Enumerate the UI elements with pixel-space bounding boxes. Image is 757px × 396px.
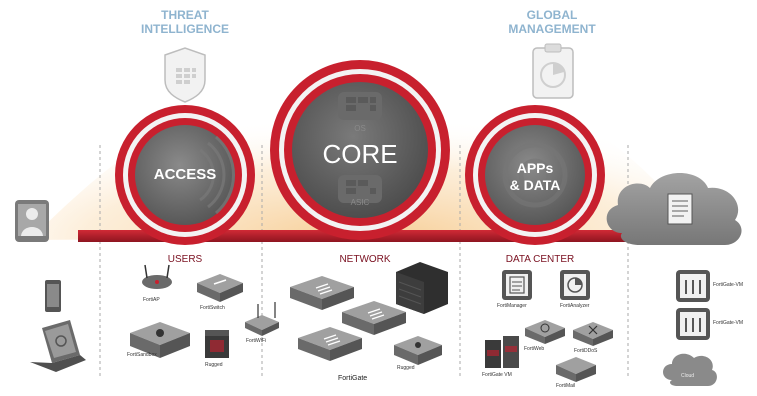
fortisandbox-device-icon	[130, 322, 190, 358]
small-cloud-label: Cloud	[681, 373, 695, 379]
fortiap-device-icon	[142, 264, 172, 289]
fortiddos-device-icon	[573, 322, 613, 346]
shield-icon	[164, 47, 206, 103]
laptop-icon	[30, 320, 86, 372]
fortiddos-label: FortiDDoS	[574, 348, 598, 354]
cloud-server-1-label: FortiGate-VM	[713, 282, 744, 288]
gear-icon	[502, 142, 568, 208]
fortimail-label: FortiMail	[556, 383, 576, 389]
clipboard-chart-icon	[532, 43, 574, 99]
network-section-label: NETWORK	[339, 254, 391, 265]
fortiwifi-label: FortiWiFi	[246, 338, 266, 344]
small-cloud-icon	[663, 353, 717, 386]
fortigate-label: FortiGate	[338, 375, 368, 382]
core-label: CORE	[322, 139, 398, 169]
threat-intelligence-label: THREAT INTELLIGENCE	[140, 8, 229, 36]
fortiwifi-device-icon	[245, 302, 279, 336]
fortiswitch-label: FortiSwitch	[200, 305, 225, 311]
fortigate-device-icon	[290, 276, 406, 361]
fortianalyzer-label: FortiAnalyzer	[560, 303, 590, 309]
access-circle	[115, 105, 255, 245]
cloud-server-2-label: FortiGate-VM	[713, 320, 744, 326]
fortimail-device-icon	[556, 357, 596, 382]
core-asic-label: ASIC	[350, 198, 370, 207]
core-circle	[270, 60, 450, 240]
global-management-label: GLOBAL MANAGEMENT	[508, 8, 596, 36]
rugged-network-device-icon	[394, 336, 442, 365]
cloud-server-1-icon	[676, 270, 710, 302]
fortigate-vm-device-icon	[485, 336, 519, 368]
apps-data-circle	[465, 105, 605, 245]
fortigate-vm-label: FortiGate VM	[482, 372, 512, 378]
rugged-users-device-icon	[205, 330, 229, 358]
fortisandbox-label: FortiSandbox	[127, 352, 157, 358]
apps-data-label: APPs & DATA	[509, 160, 561, 193]
chassis-device-icon	[396, 262, 448, 314]
fortimanager-icon	[502, 270, 532, 300]
core-os-label: OS	[354, 124, 366, 133]
users-section-label: USERS	[167, 254, 203, 265]
rugged-users-label: Rugged	[205, 362, 223, 368]
data-center-section-label: DATA CENTER	[505, 254, 575, 265]
smartphone-icon	[45, 280, 61, 312]
section-separators	[99, 145, 629, 378]
cloud-server-2-icon	[676, 308, 710, 340]
rugged-network-label: Rugged	[397, 365, 415, 371]
fortianalyzer-icon	[560, 270, 590, 300]
cloud-icon	[606, 173, 742, 245]
fortiweb-device-icon	[525, 320, 565, 344]
user-avatar-icon	[15, 200, 49, 242]
fortiswitch-device-icon	[197, 274, 243, 302]
fortiap-label: FortiAP	[143, 297, 160, 303]
fortiweb-label: FortiWeb	[524, 346, 545, 352]
access-label: ACCESS	[153, 166, 217, 183]
fortimanager-label: FortiManager	[497, 303, 527, 309]
wifi-waves-icon	[199, 135, 235, 215]
